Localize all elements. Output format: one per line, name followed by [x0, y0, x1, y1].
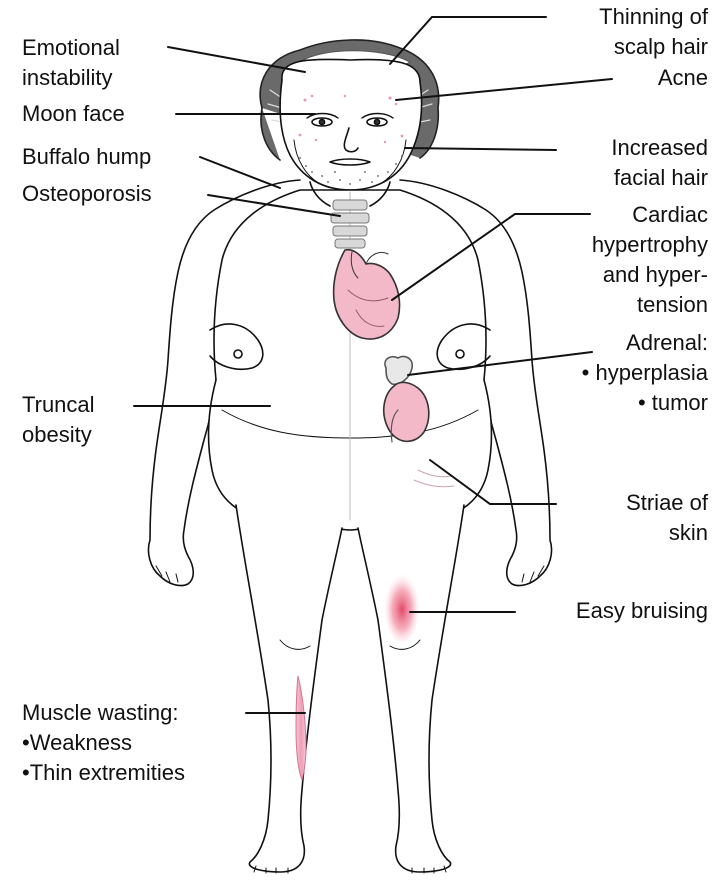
moon-face	[280, 59, 421, 190]
label-increased-facial-hair: Increased facial hair	[611, 133, 708, 193]
label-striae-of-skin: Striae of skin	[626, 488, 708, 548]
label-cardiac-hypertrophy: Cardiac hypertrophy and hyper- tension	[592, 200, 708, 320]
label-thinning-scalp-hair: Thinning of scalp hair	[599, 2, 708, 62]
label-osteoporosis: Osteoporosis	[22, 179, 152, 209]
label-easy-bruising: Easy bruising	[576, 596, 708, 626]
label-emotional-instability: Emotional instability	[22, 33, 120, 93]
label-acne: Acne	[658, 63, 708, 93]
label-truncal-obesity: Truncal obesity	[22, 390, 95, 450]
label-moon-face: Moon face	[22, 99, 125, 129]
label-adrenal: Adrenal: • hyperplasia • tumor	[582, 328, 708, 418]
leader-buffalo-hump	[200, 157, 280, 188]
label-muscle-wasting: Muscle wasting: •Weakness •Thin extremit…	[22, 698, 185, 788]
bruise	[384, 570, 420, 642]
label-buffalo-hump: Buffalo hump	[22, 142, 151, 172]
